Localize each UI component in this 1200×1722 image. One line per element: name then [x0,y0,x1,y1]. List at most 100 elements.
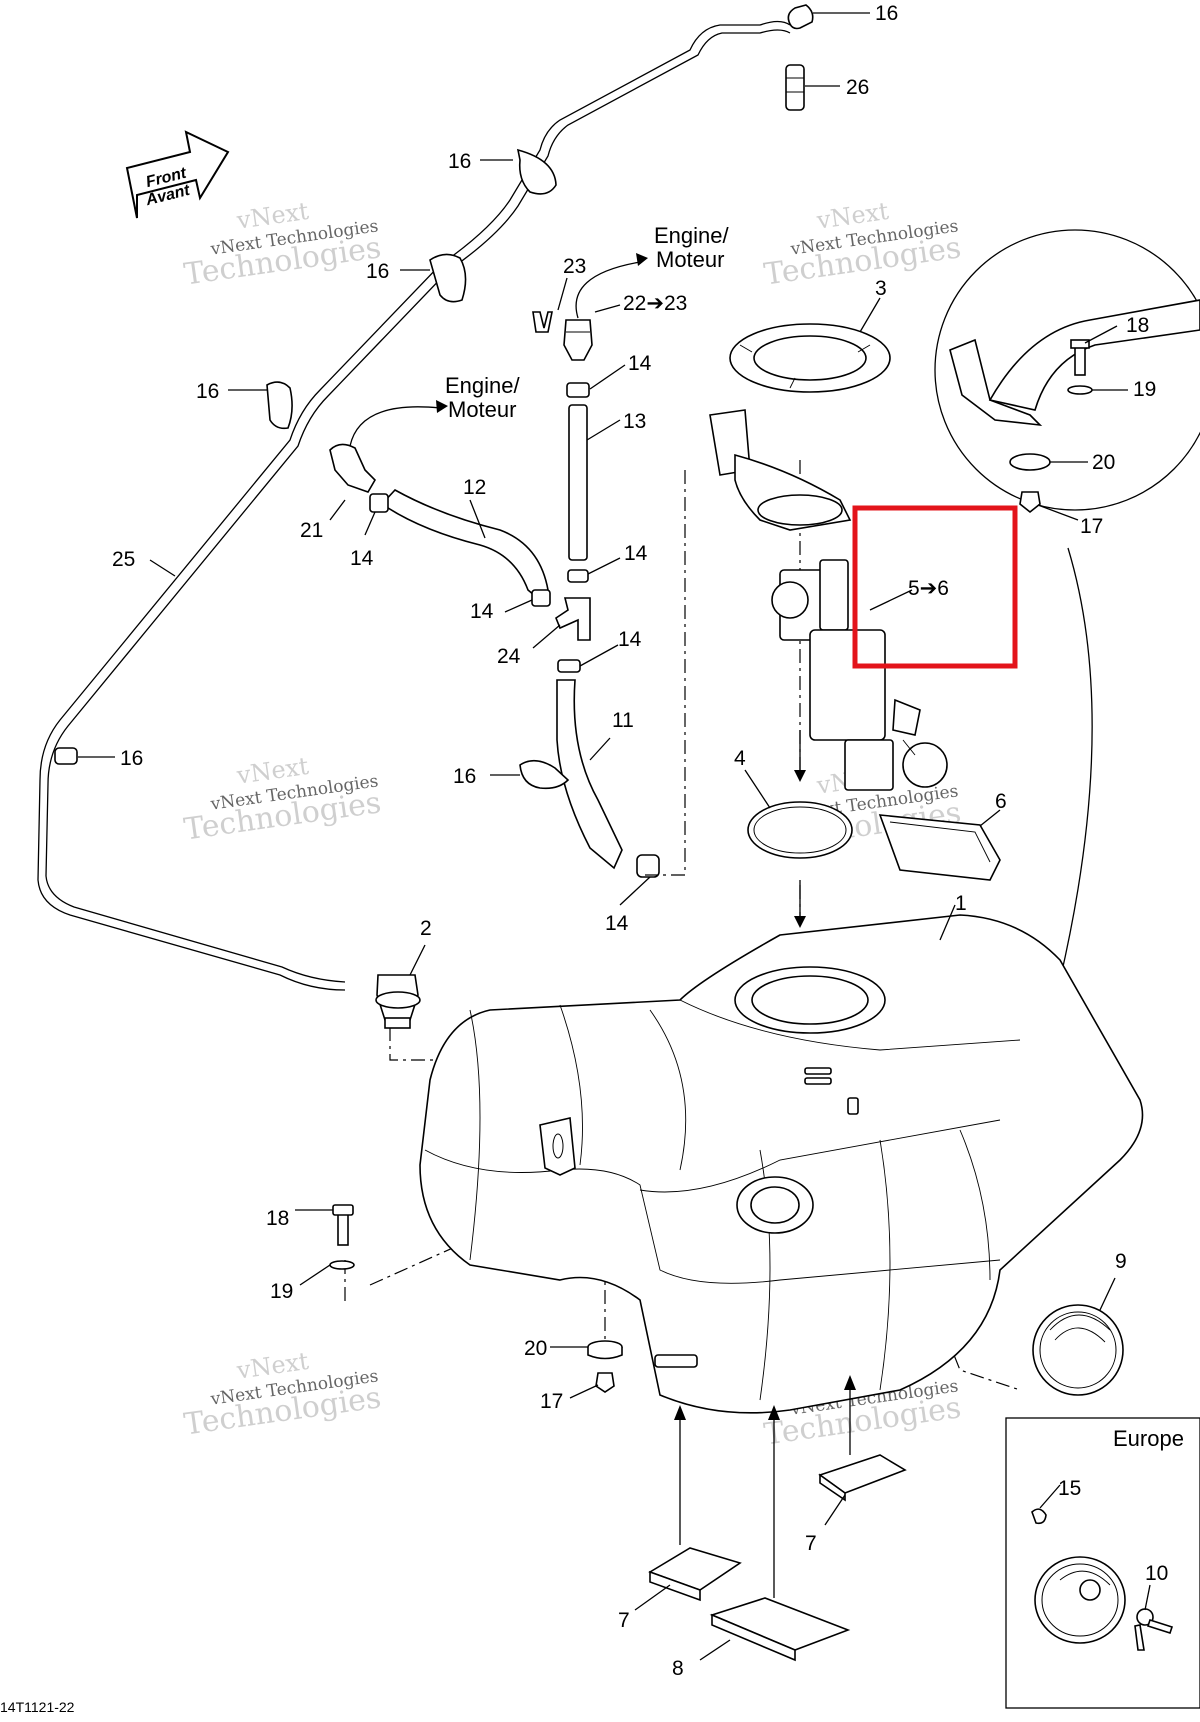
engine-route-arrow-top [575,261,641,319]
engine-label-top-line2: Moteur [656,247,724,272]
callout-26: 26 [846,76,869,99]
callout-20: 20 [1092,451,1115,474]
callout-14: 14 [628,352,652,375]
watermark-top-right: vNext vNext Technologies Technologies [762,197,963,293]
gasket-4 [747,801,853,859]
engine-label-mid-line2: Moteur [448,397,516,422]
filter-6 [878,814,1001,881]
hose-12 [380,488,549,602]
nut-17-left [595,1372,615,1393]
watermark-top-left: vNext vNext Technologies Technologies [182,197,383,293]
callout-10: 10 [1145,1562,1168,1585]
highlight-box-5-6 [852,505,1018,669]
callout-19: 19 [1133,378,1156,401]
pad-8 [709,1597,851,1662]
lock-ring-3 [729,323,891,393]
clamp-16-b [516,148,557,195]
callout-23: 23 [563,255,586,278]
callout-14: 14 [618,628,642,651]
callout-3: 3 [875,277,887,300]
washer-19-detail [1067,385,1093,395]
drawing-number: 14T1121-22 [0,1699,75,1715]
clamp-14-c [531,589,551,607]
grommet-20-detail [1009,453,1051,471]
nut-17-detail [1019,491,1041,514]
callout-numbers: 16 26 16 16 23 22➔23 14 13 16 21 14 12 2… [112,2,1168,1680]
callout-1: 1 [955,892,967,915]
bracket-detail-circle [934,229,1200,514]
watermark-mid-left: vNext vNext Technologies Technologies [182,752,383,848]
callout-19: 19 [270,1280,293,1303]
callout-16: 16 [120,747,143,770]
tee-fitting-24 [555,597,591,641]
callout-25: 25 [112,548,135,571]
clamp-14-f [636,854,660,878]
bolt-18-detail [1070,339,1090,376]
callout-17: 17 [1080,515,1103,538]
europe-box-title: Europe [1113,1426,1184,1451]
fuel-pump-module-5-6 [709,409,948,791]
callout-4: 4 [734,747,746,770]
callout-22-23: 22➔23 [623,292,687,315]
callout-14: 14 [470,600,494,623]
clamp-16-d [266,381,293,430]
clamp-14-a [566,382,590,398]
washer-19-left [329,1260,355,1270]
fuel-cap-9 [1032,1304,1124,1396]
callout-16: 16 [453,765,476,788]
callout-16: 16 [366,260,389,283]
callout-16: 16 [448,150,471,173]
hose-13 [568,404,588,561]
callout-7: 7 [618,1609,630,1632]
callout-8: 8 [672,1657,684,1680]
callout-24: 24 [497,645,521,668]
clamp-16-top [787,4,814,30]
callout-13: 13 [623,410,646,433]
clamp-14-e [557,659,581,673]
callout-14: 14 [624,542,648,565]
callout-15: 15 [1058,1477,1081,1500]
callout-9: 9 [1115,1250,1127,1273]
clamp-14-d [567,569,589,583]
callout-21: 21 [300,519,323,542]
callout-11: 11 [612,709,634,732]
callout-20: 20 [524,1337,547,1360]
watermark-bottom-left: vNext vNext Technologies Technologies [182,1347,383,1443]
callout-16: 16 [875,2,898,25]
europe-variant-box: Europe [1005,1417,1200,1709]
locking-cap-10 [1034,1556,1126,1644]
hose-11 [556,679,623,870]
callout-18: 18 [266,1207,289,1230]
callout-17: 17 [540,1390,563,1413]
clip-15 [1031,1508,1047,1525]
callout-6: 6 [995,790,1007,813]
callout-2: 2 [420,917,432,940]
clamp-16-e [54,747,78,765]
connector-21 [329,443,377,493]
callout-12: 12 [463,476,486,499]
front-direction-arrow: Front Avant [125,130,230,219]
engine-label-top-line1: Engine/ [654,223,730,248]
connector-26 [785,64,805,111]
clamp-16-c [429,253,467,303]
clip-23 [532,311,553,333]
callout-leaders [78,12,1151,1661]
clamp-16-f [519,759,570,790]
grommet-20-left [587,1340,623,1360]
pad-7-left [648,1547,742,1602]
callout-5-6: 5➔6 [908,577,949,600]
engine-route-arrow-mid [349,406,441,447]
callout-14: 14 [605,912,629,935]
clamp-14-b [369,493,389,513]
fuel-tank-1 [419,914,1144,1414]
pad-7-right [818,1454,907,1502]
callout-14: 14 [350,547,374,570]
engine-label-mid-line1: Engine/ [445,373,521,398]
bolt-18-left [332,1204,354,1246]
connector-22 [563,319,593,361]
rollover-valve-2 [375,974,421,1029]
callout-18: 18 [1126,314,1149,337]
callout-16: 16 [196,380,219,403]
